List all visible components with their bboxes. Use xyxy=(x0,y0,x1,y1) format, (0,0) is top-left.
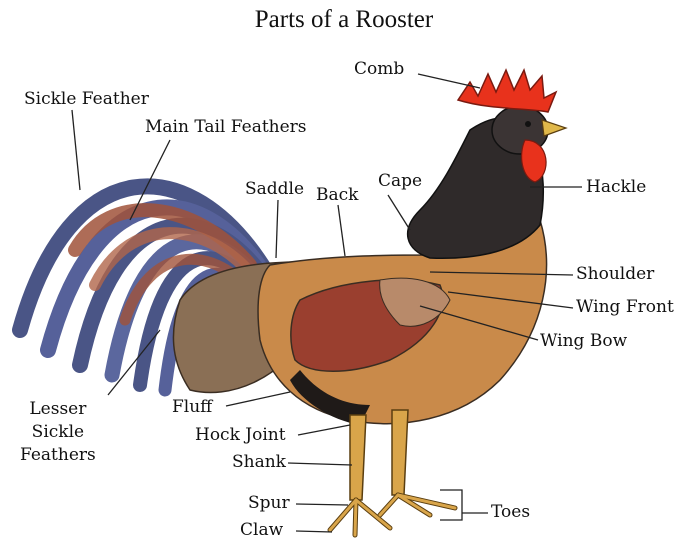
diagram-title: Parts of a Rooster xyxy=(0,6,688,34)
label-saddle: Saddle xyxy=(245,180,304,200)
label-sickle-feather: Sickle Feather xyxy=(24,90,149,110)
label-wing-bow: Wing Bow xyxy=(540,332,627,352)
label-hackle: Hackle xyxy=(586,178,646,198)
eye xyxy=(525,121,531,127)
label-spur: Spur xyxy=(248,494,290,514)
label-claw: Claw xyxy=(240,521,283,541)
beak xyxy=(542,120,566,136)
label-hock-joint: Hock Joint xyxy=(195,426,286,446)
label-comb: Comb xyxy=(354,60,404,80)
label-wing-front: Wing Front xyxy=(576,298,674,318)
label-fluff: Fluff xyxy=(172,398,212,418)
label-toes: Toes xyxy=(491,503,530,523)
label-lesser-sickle-feathers: Lesser Sickle Feathers xyxy=(20,398,96,467)
label-shank: Shank xyxy=(232,453,286,473)
comb xyxy=(458,70,556,112)
label-main-tail-feathers: Main Tail Feathers xyxy=(145,118,307,138)
label-lesser-line1: Lesser xyxy=(20,398,96,421)
label-lesser-line2: Sickle xyxy=(20,421,96,444)
label-lesser-line3: Feathers xyxy=(20,444,96,467)
label-shoulder: Shoulder xyxy=(576,265,654,285)
label-back: Back xyxy=(316,186,358,206)
label-cape: Cape xyxy=(378,172,422,192)
